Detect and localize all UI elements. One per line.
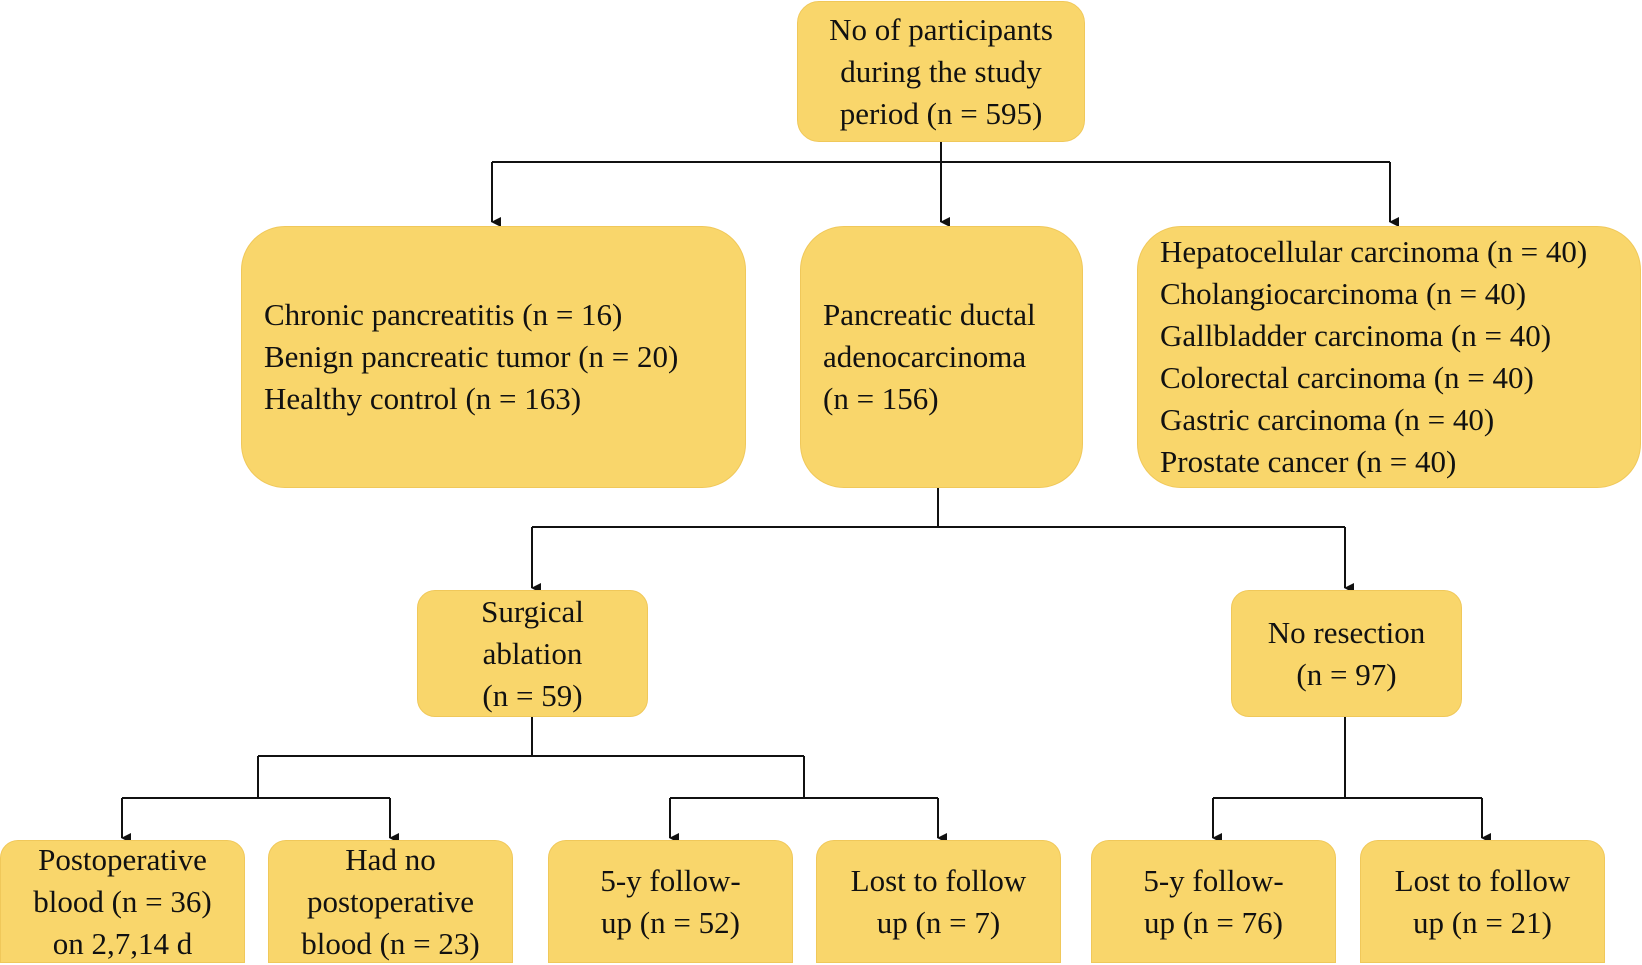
other-cancers-line-2: Cholangiocarcinoma (n = 40) (1160, 276, 1527, 311)
nores-followup-line-2: up (n = 76) (1144, 904, 1283, 940)
surgical-line-3: (n = 59) (482, 677, 583, 713)
controls-line-2: Benign pancreatic tumor (n = 20) (264, 339, 679, 374)
pdac-line-1: Pancreatic ductal (823, 297, 1036, 332)
surgical-line-2: ablation (482, 635, 583, 671)
other-cancers-line-1: Hepatocellular carcinoma (n = 40) (1160, 234, 1588, 269)
other-cancers-box: Hepatocellular carcinoma (n = 40) Cholan… (1137, 226, 1641, 488)
postop-blood-line-3: on 2,7,14 d (52, 925, 193, 961)
controls-box: Chronic pancreatitis (n = 16) Benign pan… (241, 226, 746, 488)
other-cancers-line-5: Gastric carcinoma (n = 40) (1160, 402, 1495, 437)
surgical-line-1: Surgical (481, 593, 584, 629)
pdac-line-2: adenocarcinoma (823, 339, 1027, 374)
controls-line-1: Chronic pancreatitis (n = 16) (264, 297, 623, 332)
total-line-3: period (n = 595) (839, 95, 1043, 131)
no-postop-blood-line-3: blood (n = 23) (301, 925, 480, 961)
no-resection-line-1: No resection (1267, 614, 1426, 650)
surg-followup-line-2: up (n = 52) (601, 904, 740, 940)
surg-lost-line-2: up (n = 7) (876, 904, 1001, 940)
pdac-box: Pancreatic ductal adenocarcinoma (n = 15… (800, 226, 1083, 488)
no-postop-blood-line-2: postoperative (306, 883, 474, 919)
no-postop-blood-line-1: Had no (345, 841, 436, 877)
nores-lost-line-1: Lost to follow (1394, 862, 1571, 898)
postop-blood-line-2: blood (n = 36) (33, 883, 212, 919)
surgical-ablation-box: Surgical ablation (n = 59) (417, 590, 648, 717)
no-resection-box: No resection (n = 97) (1231, 590, 1462, 717)
no-resection-followup-box: 5-y follow- up (n = 76) (1091, 840, 1336, 963)
surgical-lost-box: Lost to follow up (n = 7) (816, 840, 1061, 963)
other-cancers-line-3: Gallbladder carcinoma (n = 40) (1160, 318, 1552, 353)
total-line-1: No of participants (829, 11, 1053, 47)
surg-lost-line-1: Lost to follow (850, 862, 1027, 898)
other-cancers-line-6: Prostate cancer (n = 40) (1160, 444, 1457, 479)
postop-blood-line-1: Postoperative (38, 841, 207, 877)
surgical-followup-box: 5-y follow- up (n = 52) (548, 840, 793, 963)
total-line-2: during the study (840, 53, 1042, 89)
nores-lost-line-2: up (n = 21) (1413, 904, 1552, 940)
no-resection-lost-box: Lost to follow up (n = 21) (1360, 840, 1605, 963)
nores-followup-line-1: 5-y follow- (1143, 862, 1284, 898)
controls-line-3: Healthy control (n = 163) (264, 381, 582, 416)
total-participants-box: No of participants during the study peri… (797, 1, 1085, 142)
postop-blood-box: Postoperative blood (n = 36) on 2,7,14 d (0, 840, 245, 963)
pdac-line-3: (n = 156) (823, 381, 939, 416)
other-cancers-line-4: Colorectal carcinoma (n = 40) (1160, 360, 1534, 395)
no-resection-line-2: (n = 97) (1296, 656, 1397, 692)
surg-followup-line-1: 5-y follow- (600, 862, 741, 898)
no-postop-blood-box: Had no postoperative blood (n = 23) (268, 840, 513, 963)
